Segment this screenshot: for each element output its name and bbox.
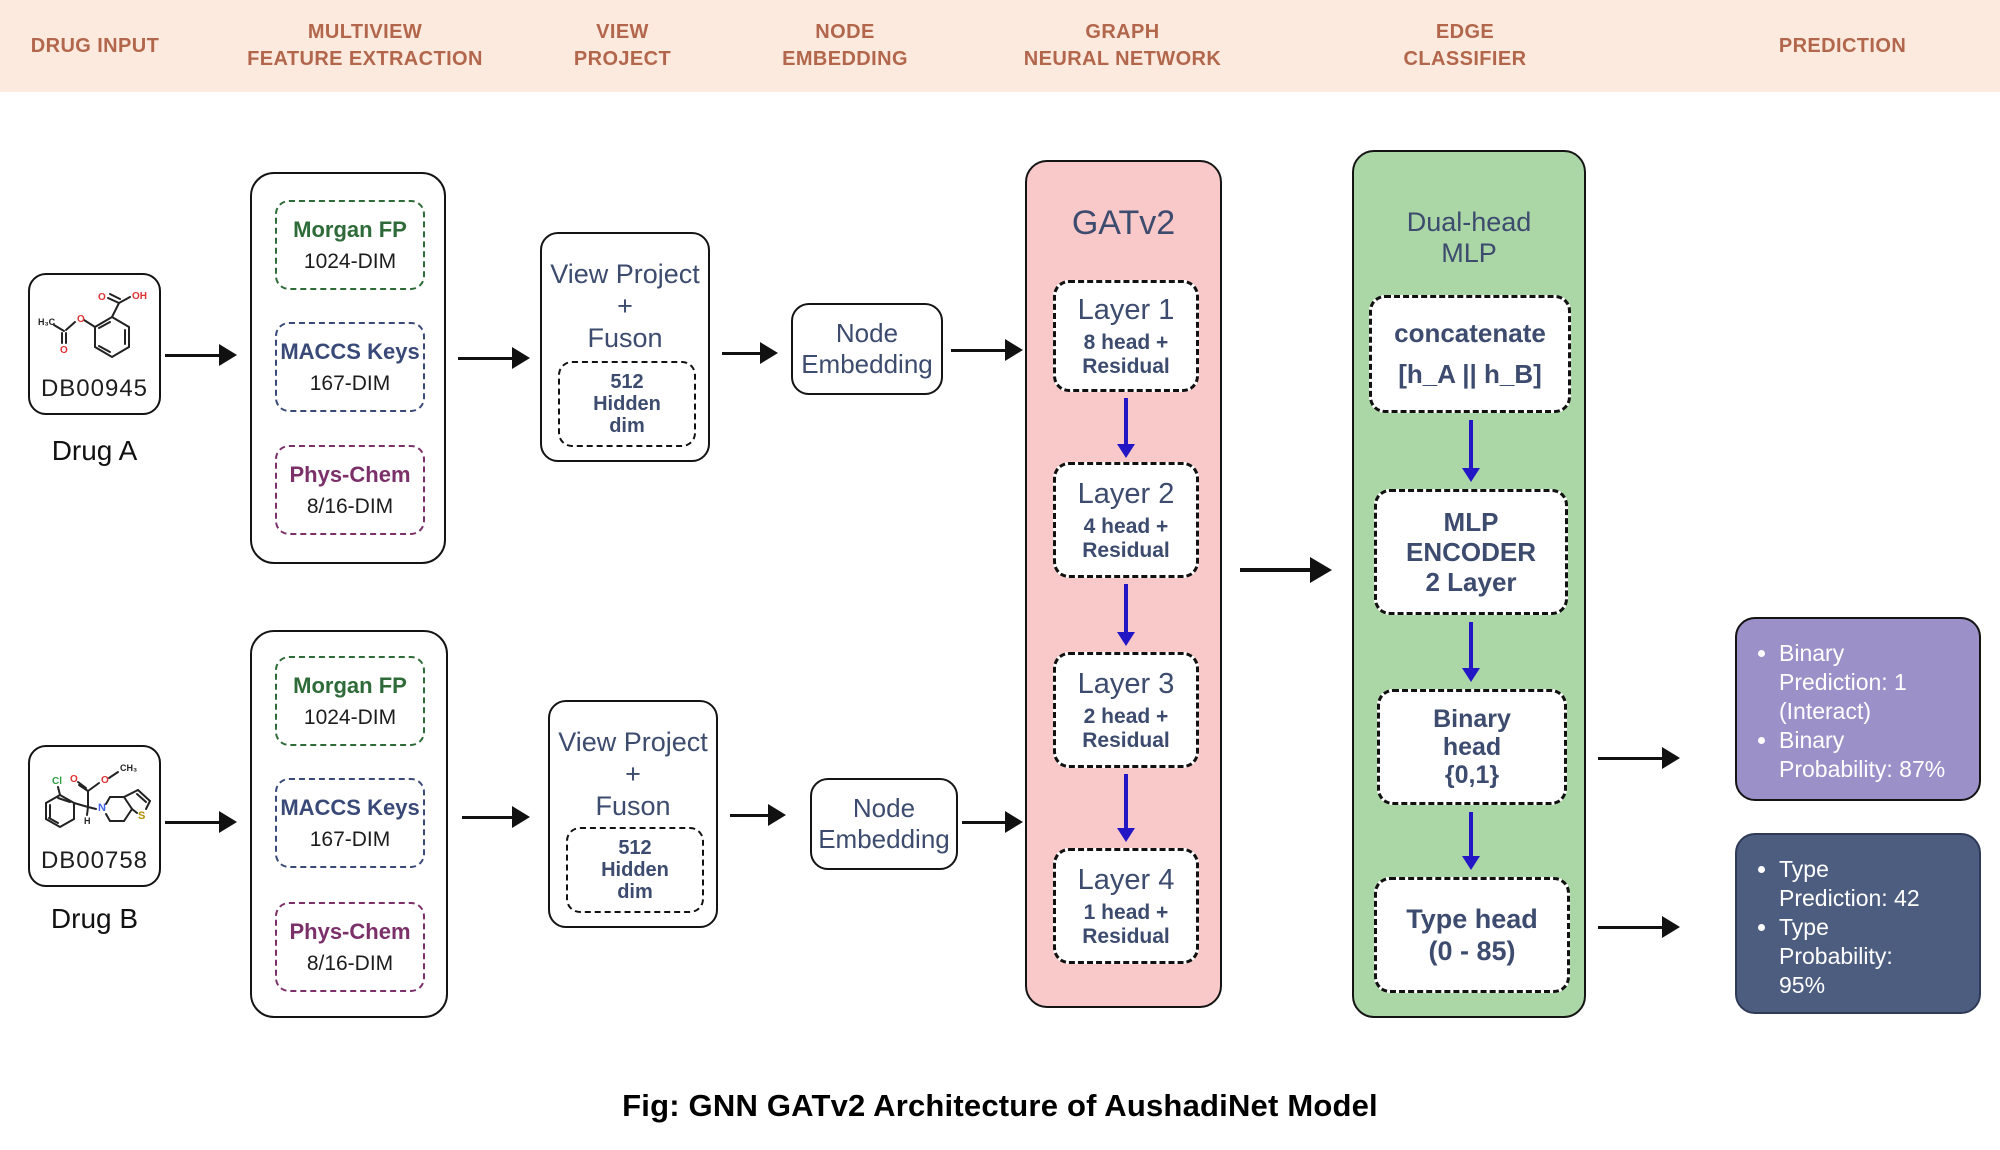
drug-b-label: Drug B bbox=[50, 903, 139, 934]
stage-label-node-embedding: NODE EMBEDDING bbox=[782, 21, 908, 70]
mlp-encoder-block: MLP ENCODER 2 Layer bbox=[1374, 489, 1568, 615]
feature-name: Phys-Chem bbox=[289, 461, 411, 487]
feature-dim: 1024-DIM bbox=[303, 705, 397, 729]
stage-label-prediction: PREDICTION bbox=[1778, 34, 1907, 57]
concat-line2: [h_A || h_B] bbox=[1398, 359, 1542, 389]
view-project-b: View Project + Fuson 512 Hidden dim bbox=[548, 700, 718, 928]
layer-detail: 1 head + Residual bbox=[1082, 900, 1170, 948]
atom-oh: OH bbox=[132, 291, 147, 302]
layer-detail: 4 head + Residual bbox=[1082, 514, 1170, 562]
atom-ch3: CH₃ bbox=[120, 763, 137, 773]
binary-probability-item: Binary Probability: 87% bbox=[1779, 726, 1969, 784]
view-project-title: View Project + Fuson bbox=[550, 259, 700, 353]
pipeline-stage-header: DRUG INPUT MULTIVIEW FEATURE EXTRACTION … bbox=[0, 0, 2000, 92]
atom-h3c: H₃C bbox=[38, 317, 56, 327]
drug-a-label: Drug A bbox=[51, 435, 138, 466]
type-probability-item: Type Probability: 95% bbox=[1779, 913, 1969, 1000]
atom-o-carbonyl: O bbox=[98, 292, 106, 303]
feature-morgan-b: Morgan FP 1024-DIM bbox=[275, 656, 425, 746]
gat-layer-2: Layer 2 4 head + Residual bbox=[1053, 462, 1199, 578]
atom-h: H bbox=[84, 816, 91, 826]
type-prediction-card: Type Prediction: 42 Type Probability: 95… bbox=[1735, 833, 1981, 1014]
feature-morgan-a: Morgan FP 1024-DIM bbox=[275, 200, 425, 290]
feature-name: Phys-Chem bbox=[289, 918, 411, 944]
stage-label-edge-classifier: EDGE CLASSIFIER bbox=[1403, 21, 1527, 70]
atom-o-ester: O bbox=[77, 314, 85, 325]
concat-block: concatenate [h_A || h_B] bbox=[1369, 295, 1571, 413]
view-project-title: View Project + Fuson bbox=[558, 727, 708, 821]
atom-o-ester: O bbox=[101, 775, 109, 786]
layer-detail: 2 head + Residual bbox=[1082, 704, 1170, 752]
feature-name: MACCS Keys bbox=[280, 794, 420, 820]
type-prediction-item: Type Prediction: 42 bbox=[1779, 855, 1969, 913]
atom-o-carbonyl2: O bbox=[60, 345, 68, 356]
edge-classifier-panel: Dual-head MLP concatenate [h_A || h_B] M… bbox=[1352, 150, 1586, 1018]
feature-name: Morgan FP bbox=[293, 672, 407, 698]
gatv2-title: GATv2 bbox=[1071, 204, 1176, 242]
drug-a-molecule: O OH O O H₃C bbox=[38, 291, 147, 359]
gat-layer-4: Layer 4 1 head + Residual bbox=[1053, 848, 1199, 964]
node-embedding-b: Node Embedding bbox=[810, 778, 958, 870]
view-project-a: View Project + Fuson 512 Hidden dim bbox=[540, 232, 710, 462]
feature-dim: 8/16-DIM bbox=[306, 494, 394, 518]
layer-name: Layer 2 bbox=[1077, 477, 1175, 510]
edge-classifier-title: Dual-head MLP bbox=[1406, 207, 1532, 268]
drug-a-card: O OH O O H₃C DB00945 bbox=[28, 273, 161, 415]
feature-dim: 167-DIM bbox=[309, 827, 391, 851]
feature-physchem-b: Phys-Chem 8/16-DIM bbox=[275, 902, 425, 992]
feature-dim: 8/16-DIM bbox=[306, 951, 394, 975]
type-prediction-list: Type Prediction: 42 Type Probability: 95… bbox=[1737, 835, 1979, 1000]
layer-name: Layer 4 bbox=[1077, 863, 1175, 896]
layer-name: Layer 1 bbox=[1077, 293, 1175, 326]
figure-caption: Fig: GNN GATv2 Architecture of AushadiNe… bbox=[622, 1088, 1378, 1123]
atom-s: S bbox=[138, 810, 145, 822]
gat-layer-1: Layer 1 8 head + Residual bbox=[1053, 280, 1199, 392]
concat-line1: concatenate bbox=[1394, 318, 1546, 348]
feature-name: Morgan FP bbox=[293, 216, 407, 242]
gat-layer-3: Layer 3 2 head + Residual bbox=[1053, 652, 1199, 768]
feature-maccs-b: MACCS Keys 167-DIM bbox=[275, 778, 425, 868]
stage-label-multiview: MULTIVIEW FEATURE EXTRACTION bbox=[247, 21, 483, 70]
drug-b-card: Cl O O CH₃ N H S DB00758 bbox=[28, 745, 161, 887]
feature-dim: 167-DIM bbox=[309, 371, 391, 395]
atom-n: N bbox=[98, 802, 106, 814]
stage-label-drug-input: DRUG INPUT bbox=[30, 34, 160, 57]
binary-prediction-item: Binary Prediction: 1 (Interact) bbox=[1779, 639, 1969, 726]
feature-panel-a: Morgan FP 1024-DIM MACCS Keys 167-DIM Ph… bbox=[250, 172, 446, 564]
stage-label-view-project: VIEW PROJECT bbox=[573, 21, 672, 70]
drug-b-molecule: Cl O O CH₃ N H S bbox=[44, 763, 151, 829]
binary-head-block: Binary head {0,1} bbox=[1377, 689, 1567, 805]
gatv2-panel: GATv2 Layer 1 8 head + Residual Layer 2 … bbox=[1025, 160, 1222, 1008]
hidden-dim-box: 512 Hidden dim bbox=[558, 361, 696, 447]
drug-b-id: DB00758 bbox=[40, 847, 149, 874]
feature-panel-b: Morgan FP 1024-DIM MACCS Keys 167-DIM Ph… bbox=[250, 630, 448, 1018]
atom-cl: Cl bbox=[52, 776, 62, 787]
layer-detail: 8 head + Residual bbox=[1082, 330, 1170, 378]
drug-a-id: DB00945 bbox=[40, 375, 149, 402]
feature-maccs-a: MACCS Keys 167-DIM bbox=[275, 322, 425, 412]
node-embedding-a: Node Embedding bbox=[791, 303, 943, 395]
atom-o-carbonyl: O bbox=[70, 774, 78, 785]
hidden-dim-box: 512 Hidden dim bbox=[566, 827, 704, 913]
feature-dim: 1024-DIM bbox=[303, 249, 397, 273]
layer-name: Layer 3 bbox=[1077, 667, 1175, 700]
binary-prediction-card: Binary Prediction: 1 (Interact) Binary P… bbox=[1735, 617, 1981, 801]
feature-name: MACCS Keys bbox=[280, 338, 420, 364]
binary-prediction-list: Binary Prediction: 1 (Interact) Binary P… bbox=[1737, 619, 1979, 784]
type-head-block: Type head (0 - 85) bbox=[1374, 877, 1570, 993]
feature-physchem-a: Phys-Chem 8/16-DIM bbox=[275, 445, 425, 535]
stage-label-graph-nn: GRAPH NEURAL NETWORK bbox=[1023, 21, 1222, 70]
